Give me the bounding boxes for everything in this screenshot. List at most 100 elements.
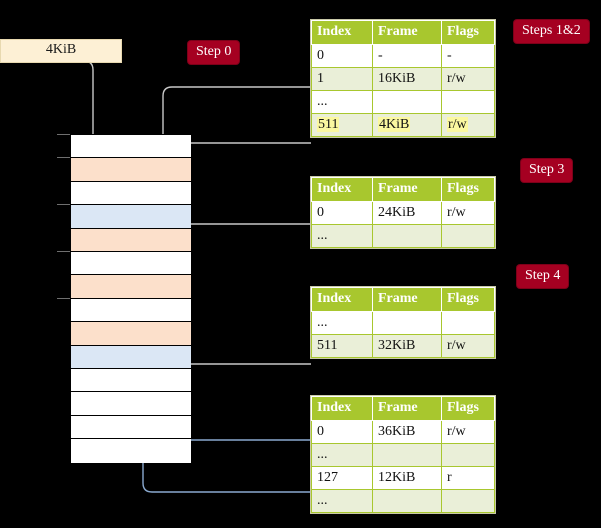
badge-step-4-label: Step 4: [525, 268, 561, 283]
table-row: ...: [311, 90, 495, 114]
wire-steps12-b: [172, 142, 311, 157]
column-header-index: Index: [311, 287, 373, 312]
cell-index: ...: [311, 489, 373, 513]
badge-step-3: Step 3: [521, 159, 573, 182]
table-row: 0--: [311, 44, 495, 68]
badge-step-0: Step 0: [188, 41, 240, 64]
memory-row-tick: [57, 157, 70, 159]
cell-frame: 12KiB: [372, 466, 442, 490]
memory-frame-row: [71, 369, 191, 393]
cell-index: 511: [311, 113, 373, 137]
badge-step-3-label: Step 3: [529, 162, 565, 177]
cell-index: ...: [311, 443, 373, 467]
cell-index: 0: [311, 420, 373, 444]
badge-step-4: Step 4: [517, 265, 569, 288]
memory-frame-row: [71, 275, 191, 299]
cell-frame: 36KiB: [372, 420, 442, 444]
column-header-flags: Flags: [441, 20, 495, 45]
frame-box-label: 4KiB: [45, 42, 77, 57]
cell-index: 511: [311, 334, 373, 358]
column-header-index: Index: [311, 20, 373, 45]
memory-row-tick: [57, 297, 70, 299]
cell-frame: [372, 224, 442, 248]
badge-steps-1-2-label: Steps 1&2: [522, 23, 581, 38]
physical-memory-column: [70, 134, 191, 463]
cell-flags: [441, 489, 495, 513]
cell-flags: r/w: [441, 113, 495, 137]
highlighted-value: 4KiB: [378, 116, 411, 132]
wire-step4: [176, 310, 311, 365]
wire-step3: [172, 223, 311, 264]
memory-frame-row: [71, 439, 191, 463]
memory-frame-row: [71, 252, 191, 276]
cell-flags: r/w: [441, 334, 495, 358]
column-header-frame: Frame: [372, 20, 442, 45]
cell-index: 1: [311, 67, 373, 91]
cell-flags: [441, 90, 495, 114]
table-row: 511 4KiB r/w: [311, 113, 495, 137]
cell-frame: [372, 90, 442, 114]
cell-flags: [441, 224, 495, 248]
table-row: ...: [311, 443, 495, 467]
memory-frame-row: [71, 345, 191, 369]
column-header-flags: Flags: [441, 396, 495, 421]
column-header-index: Index: [311, 177, 373, 202]
column-header-flags: Flags: [441, 287, 495, 312]
badge-step-0-label: Step 0: [196, 44, 232, 59]
column-header-index: Index: [311, 396, 373, 421]
memory-frame-row: [71, 298, 191, 323]
column-header-flags: Flags: [441, 177, 495, 202]
cell-index: 0: [311, 201, 373, 225]
cell-flags: r/w: [441, 67, 495, 91]
cell-frame: 24KiB: [372, 201, 442, 225]
cell-flags: [441, 443, 495, 467]
memory-row-tick: [57, 251, 70, 252]
highlighted-value: 511: [317, 116, 340, 132]
memory-row-tick: [57, 134, 70, 135]
frame-box-4kib: 4KiB: [0, 39, 122, 63]
cell-frame: [372, 443, 442, 467]
highlighted-value: r/w: [447, 116, 468, 132]
table-row: ...: [311, 489, 495, 513]
cell-flags: r: [441, 466, 495, 490]
cell-frame: -: [372, 44, 442, 68]
cell-index: 127: [311, 466, 373, 490]
column-header-frame: Frame: [372, 177, 442, 202]
table-row: ...: [311, 224, 495, 248]
cell-frame: [372, 311, 442, 335]
cell-frame: 4KiB: [372, 113, 442, 137]
memory-frame-row: [71, 181, 191, 206]
cell-frame: 32KiB: [372, 334, 442, 358]
memory-row-tick: [57, 204, 70, 206]
cell-index: ...: [311, 90, 373, 114]
cell-flags: r/w: [441, 420, 495, 444]
memory-frame-row: [71, 135, 191, 159]
column-header-frame: Frame: [372, 396, 442, 421]
cell-frame: 16KiB: [372, 67, 442, 91]
memory-frame-row: [71, 392, 191, 416]
memory-frame-row: [71, 322, 191, 346]
cell-flags: [441, 311, 495, 335]
badge-steps-1-2: Steps 1&2: [514, 20, 589, 43]
cell-index: ...: [311, 224, 373, 248]
table-row: ...: [311, 311, 495, 335]
cell-frame: [372, 489, 442, 513]
cell-flags: -: [441, 44, 495, 68]
cell-index: 0: [311, 44, 373, 68]
column-header-frame: Frame: [372, 287, 442, 312]
memory-frame-row: [71, 228, 191, 252]
cell-index: ...: [311, 311, 373, 335]
memory-frame-row: [71, 205, 191, 229]
memory-frame-row: [71, 158, 191, 182]
cell-flags: r/w: [441, 201, 495, 225]
